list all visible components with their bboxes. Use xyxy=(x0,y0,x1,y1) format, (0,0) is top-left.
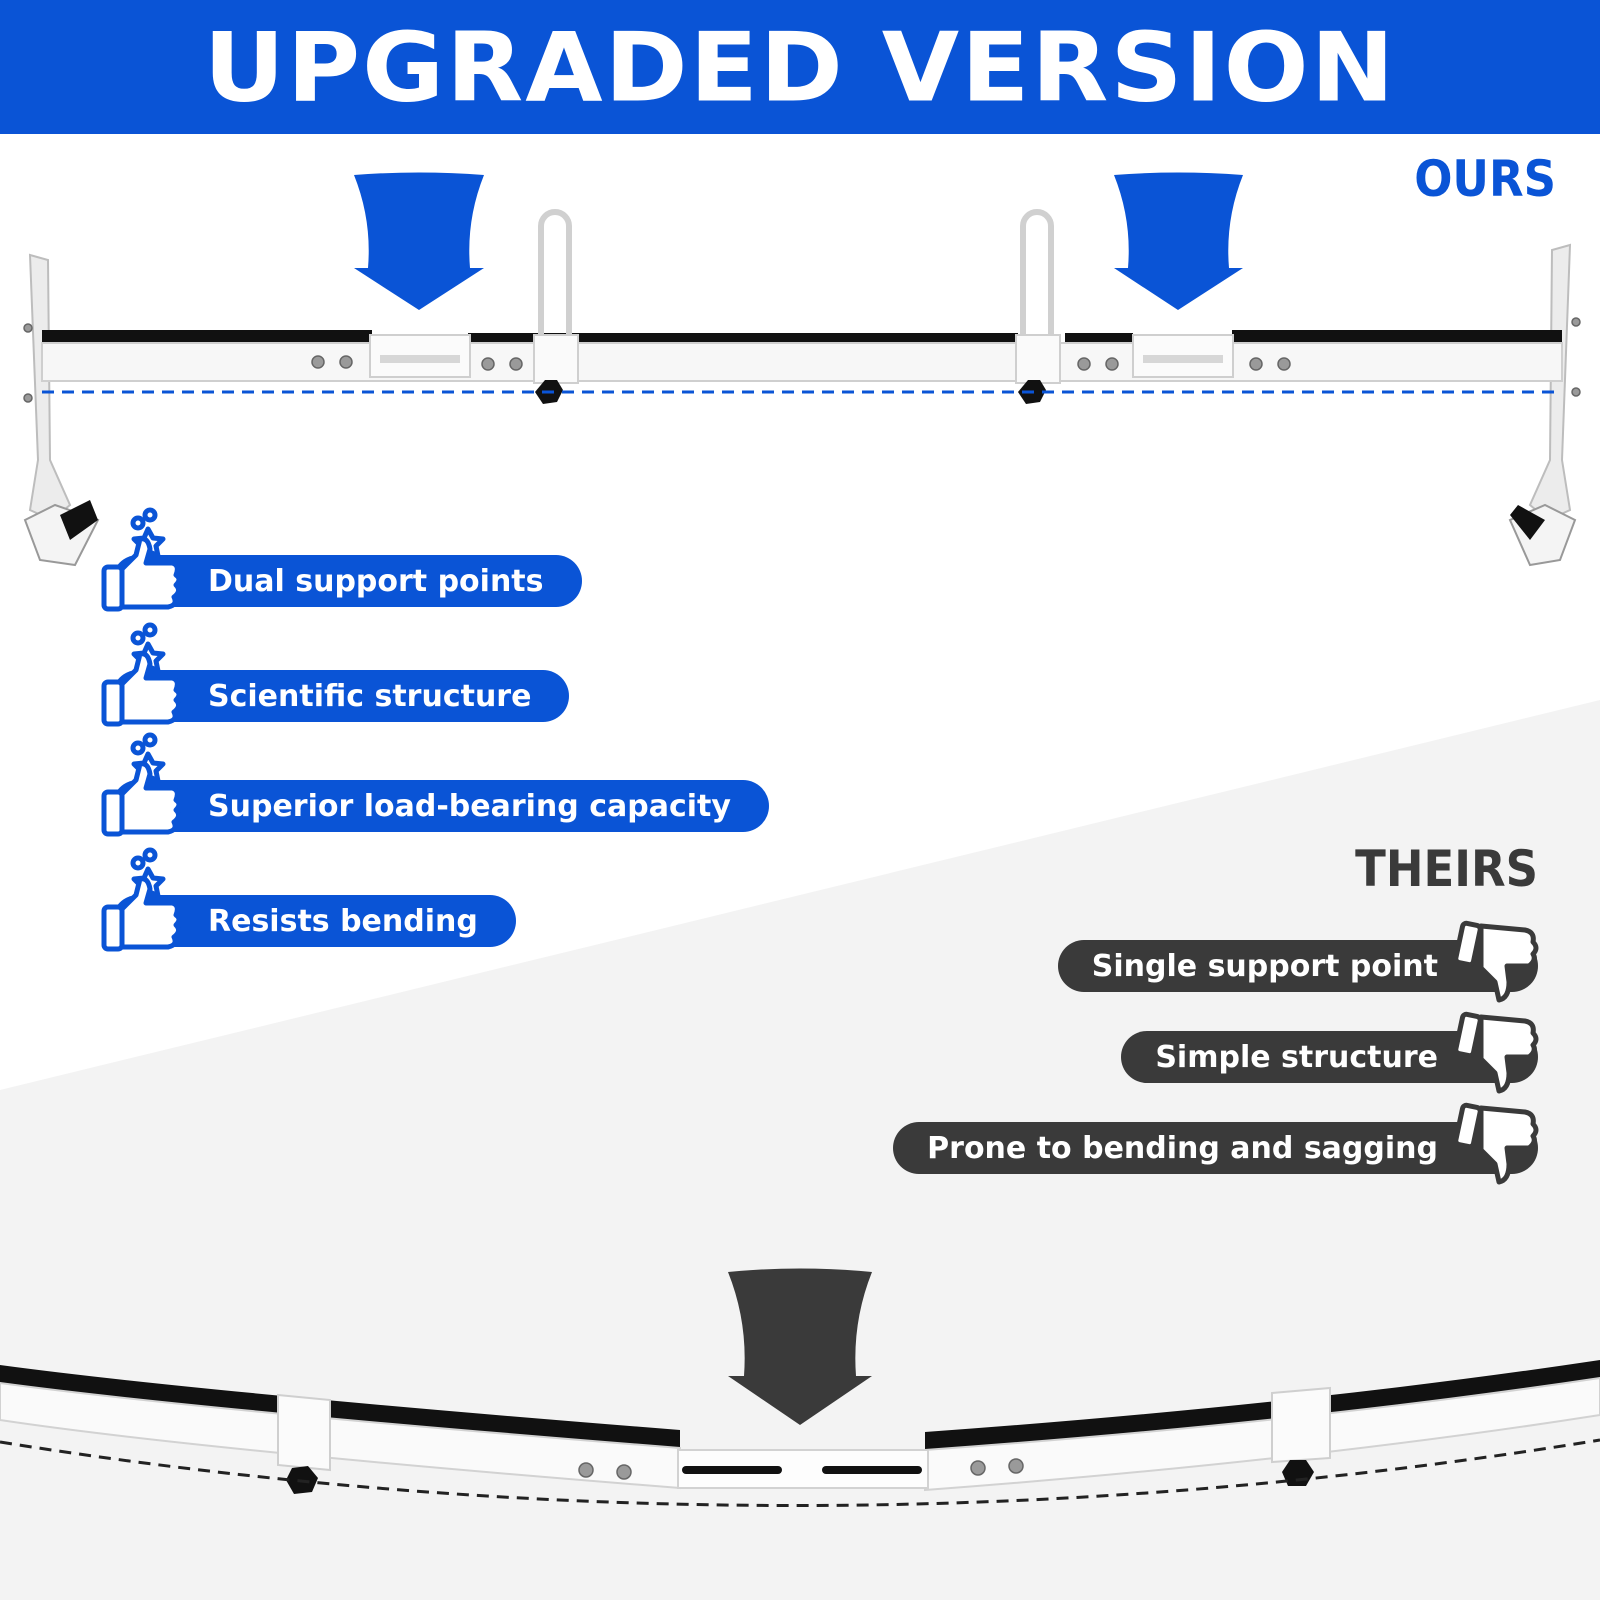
standard-rack xyxy=(0,1360,1600,1507)
ours-feature-text: Resists bending xyxy=(208,903,478,939)
ours-feature-text: Superior load-bearing capacity xyxy=(208,788,731,824)
ours-feature-text: Scientific structure xyxy=(208,678,532,714)
down-arrow-icon xyxy=(728,1268,872,1425)
thumbs-up-star-icon xyxy=(101,622,182,727)
ours-feature: Resists bending xyxy=(112,895,516,947)
header-banner: UPGRADED VERSION xyxy=(0,0,1600,134)
thumbs-down-icon xyxy=(1455,920,1539,1003)
theirs-label: THEIRS xyxy=(1355,840,1538,898)
comparison-panel xyxy=(0,700,1600,1600)
upgraded-rack xyxy=(23,209,1581,567)
banner-title: UPGRADED VERSION xyxy=(203,11,1397,123)
theirs-feature-text: Single support point xyxy=(1091,948,1438,984)
ours-feature: Superior load-bearing capacity xyxy=(112,780,769,832)
theirs-feature-text: Prone to bending and sagging xyxy=(927,1130,1438,1166)
theirs-feature-text: Simple structure xyxy=(1155,1039,1438,1075)
thumbs-up-star-icon xyxy=(101,847,182,952)
thumbs-down-icon xyxy=(1455,1011,1539,1094)
thumbs-up-star-icon xyxy=(101,507,182,612)
theirs-feature: Prone to bending and sagging xyxy=(893,1122,1538,1174)
down-arrow-icon xyxy=(1114,172,1243,310)
thumbs-down-icon xyxy=(1455,1102,1539,1185)
down-arrow-icon xyxy=(354,172,484,310)
thumbs-up-star-icon xyxy=(101,732,182,837)
ours-feature-text: Dual support points xyxy=(208,563,544,599)
ours-feature: Dual support points xyxy=(112,555,582,607)
ours-label: OURS xyxy=(1414,150,1556,208)
ours-feature: Scientific structure xyxy=(112,670,570,722)
